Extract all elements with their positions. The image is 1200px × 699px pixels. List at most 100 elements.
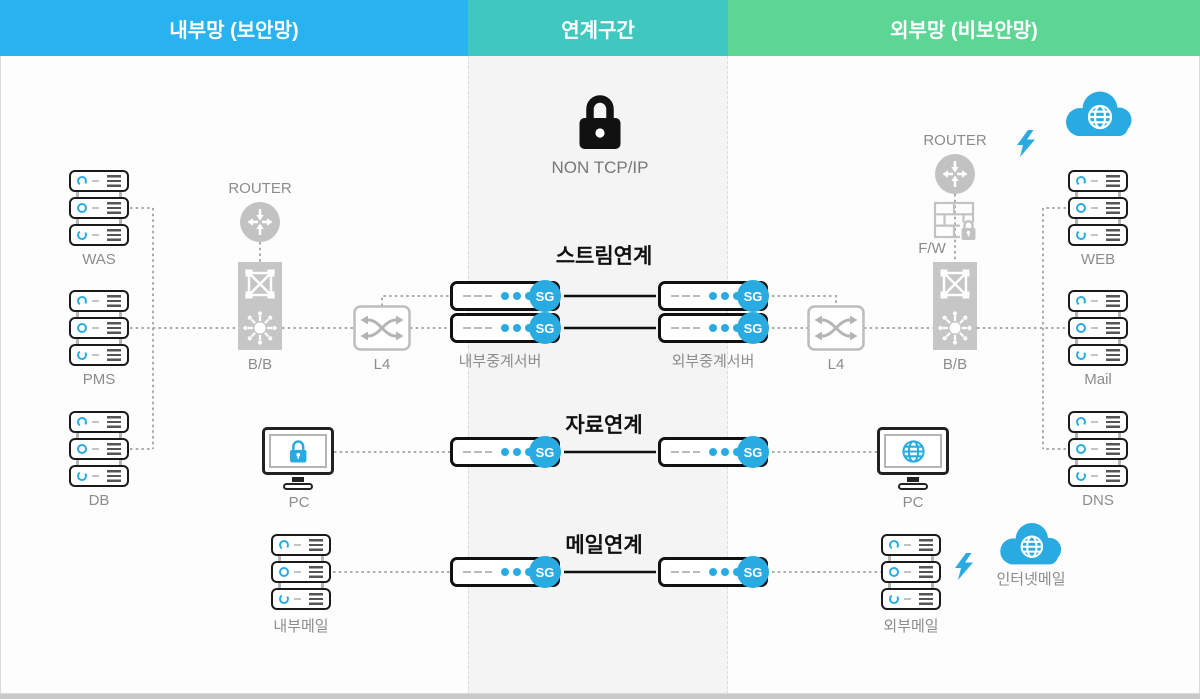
backbone-mesh-icon xyxy=(933,262,977,306)
dash-decor xyxy=(463,294,492,298)
status-ring-icon xyxy=(1076,203,1086,213)
link-zone-column xyxy=(468,56,728,694)
backbone-hub-icon xyxy=(933,306,977,350)
server-unit xyxy=(69,170,129,192)
status-ring-icon xyxy=(77,323,87,333)
dash-decor xyxy=(463,450,492,454)
menu-lines-icon xyxy=(309,566,323,578)
server-stack-external-mail: 외부메일 xyxy=(881,534,941,635)
relay-server-external-1: SG xyxy=(658,280,769,312)
bottom-border xyxy=(0,694,1200,699)
dash-decor xyxy=(671,326,700,330)
row-title-mail: 메일연계 xyxy=(565,534,643,557)
server-unit xyxy=(1068,317,1128,339)
menu-lines-icon xyxy=(107,322,121,334)
non-tcpip-lock-icon xyxy=(577,88,623,152)
stack-label: WEB xyxy=(1080,251,1116,268)
lightning-bolt-icon xyxy=(954,553,974,581)
menu-lines-icon xyxy=(1106,202,1120,214)
server-unit xyxy=(271,561,331,583)
router-icon xyxy=(240,202,280,242)
zone-header: 내부망 (보안망) 연계구간 외부망 (비보안망) xyxy=(0,0,1200,56)
menu-lines-icon xyxy=(1106,229,1120,241)
firewall-label: F/W xyxy=(918,240,946,257)
dash-decor xyxy=(671,294,700,298)
status-arc-icon xyxy=(278,539,290,551)
status-arc-icon xyxy=(1075,470,1087,482)
status-ring-icon xyxy=(279,567,289,577)
dash-decor xyxy=(671,570,700,574)
dash-decor xyxy=(294,570,301,574)
zone-label: 내부망 (보안망) xyxy=(169,19,299,42)
server-unit xyxy=(69,317,129,339)
zone-label: 연계구간 xyxy=(561,19,635,42)
server-stack-db: DB xyxy=(69,411,129,509)
dash-decor xyxy=(1091,299,1098,303)
stack-label: PMS xyxy=(82,371,116,388)
server-unit xyxy=(69,290,129,312)
stack-label: WAS xyxy=(82,251,116,268)
relay-server-data-right: SG xyxy=(658,436,769,468)
relay-server-internal-1: SG xyxy=(450,280,561,312)
menu-lines-icon xyxy=(1106,470,1120,482)
menu-lines-icon xyxy=(919,539,933,551)
l4-switch-icon xyxy=(353,305,411,351)
status-ring-icon xyxy=(1076,444,1086,454)
server-unit xyxy=(271,588,331,610)
menu-lines-icon xyxy=(1106,443,1120,455)
status-arc-icon xyxy=(76,175,88,187)
dash-decor xyxy=(92,206,99,210)
dash-decor xyxy=(463,570,492,574)
status-arc-icon xyxy=(1075,229,1087,241)
menu-lines-icon xyxy=(107,470,121,482)
dash-decor xyxy=(1091,179,1098,183)
sg-badge: SG xyxy=(529,436,561,468)
zone-header-internal: 내부망 (보안망) xyxy=(0,0,468,56)
backbone-mesh-icon xyxy=(238,262,282,306)
status-arc-icon xyxy=(76,295,88,307)
dash-decor xyxy=(1091,326,1098,330)
led-dots-icon xyxy=(501,448,509,456)
led-dots-icon xyxy=(501,568,509,576)
menu-lines-icon xyxy=(919,566,933,578)
monitor xyxy=(877,427,949,475)
l4-label-internal: L4 xyxy=(373,356,391,373)
relay-server-mail-right: SG xyxy=(658,556,769,588)
relay-server-internal-2: SG xyxy=(450,312,561,344)
server-unit xyxy=(69,224,129,246)
status-arc-icon xyxy=(76,416,88,428)
server-unit xyxy=(69,465,129,487)
led-dots-icon xyxy=(501,324,509,332)
server-unit xyxy=(69,411,129,433)
relay-server-external-2: SG xyxy=(658,312,769,344)
server-unit xyxy=(881,561,941,583)
sg-badge: SG xyxy=(529,280,561,312)
led-dots-icon xyxy=(709,324,717,332)
server-stack-dns: DNS xyxy=(1068,411,1128,509)
status-arc-icon xyxy=(76,349,88,361)
dash-decor xyxy=(463,326,492,330)
dash-decor xyxy=(1091,447,1098,451)
sg-badge: SG xyxy=(529,312,561,344)
dash-decor xyxy=(904,570,911,574)
led-dots-icon xyxy=(709,448,717,456)
dash-decor xyxy=(1091,353,1098,357)
menu-lines-icon xyxy=(1106,295,1120,307)
dash-decor xyxy=(92,179,99,183)
dash-decor xyxy=(1091,233,1098,237)
stack-label: DB xyxy=(88,492,110,509)
dash-decor xyxy=(92,299,99,303)
server-unit xyxy=(1068,411,1128,433)
menu-lines-icon xyxy=(309,539,323,551)
status-ring-icon xyxy=(77,203,87,213)
menu-lines-icon xyxy=(309,593,323,605)
non-tcpip-label: NON TCP/IP xyxy=(551,158,649,177)
menu-lines-icon xyxy=(107,443,121,455)
status-arc-icon xyxy=(76,229,88,241)
firewall-icon xyxy=(930,196,980,246)
sg-badge: SG xyxy=(737,280,769,312)
server-stack-was: WAS xyxy=(69,170,129,268)
menu-lines-icon xyxy=(107,295,121,307)
zone-header-link: 연계구간 xyxy=(468,0,728,56)
